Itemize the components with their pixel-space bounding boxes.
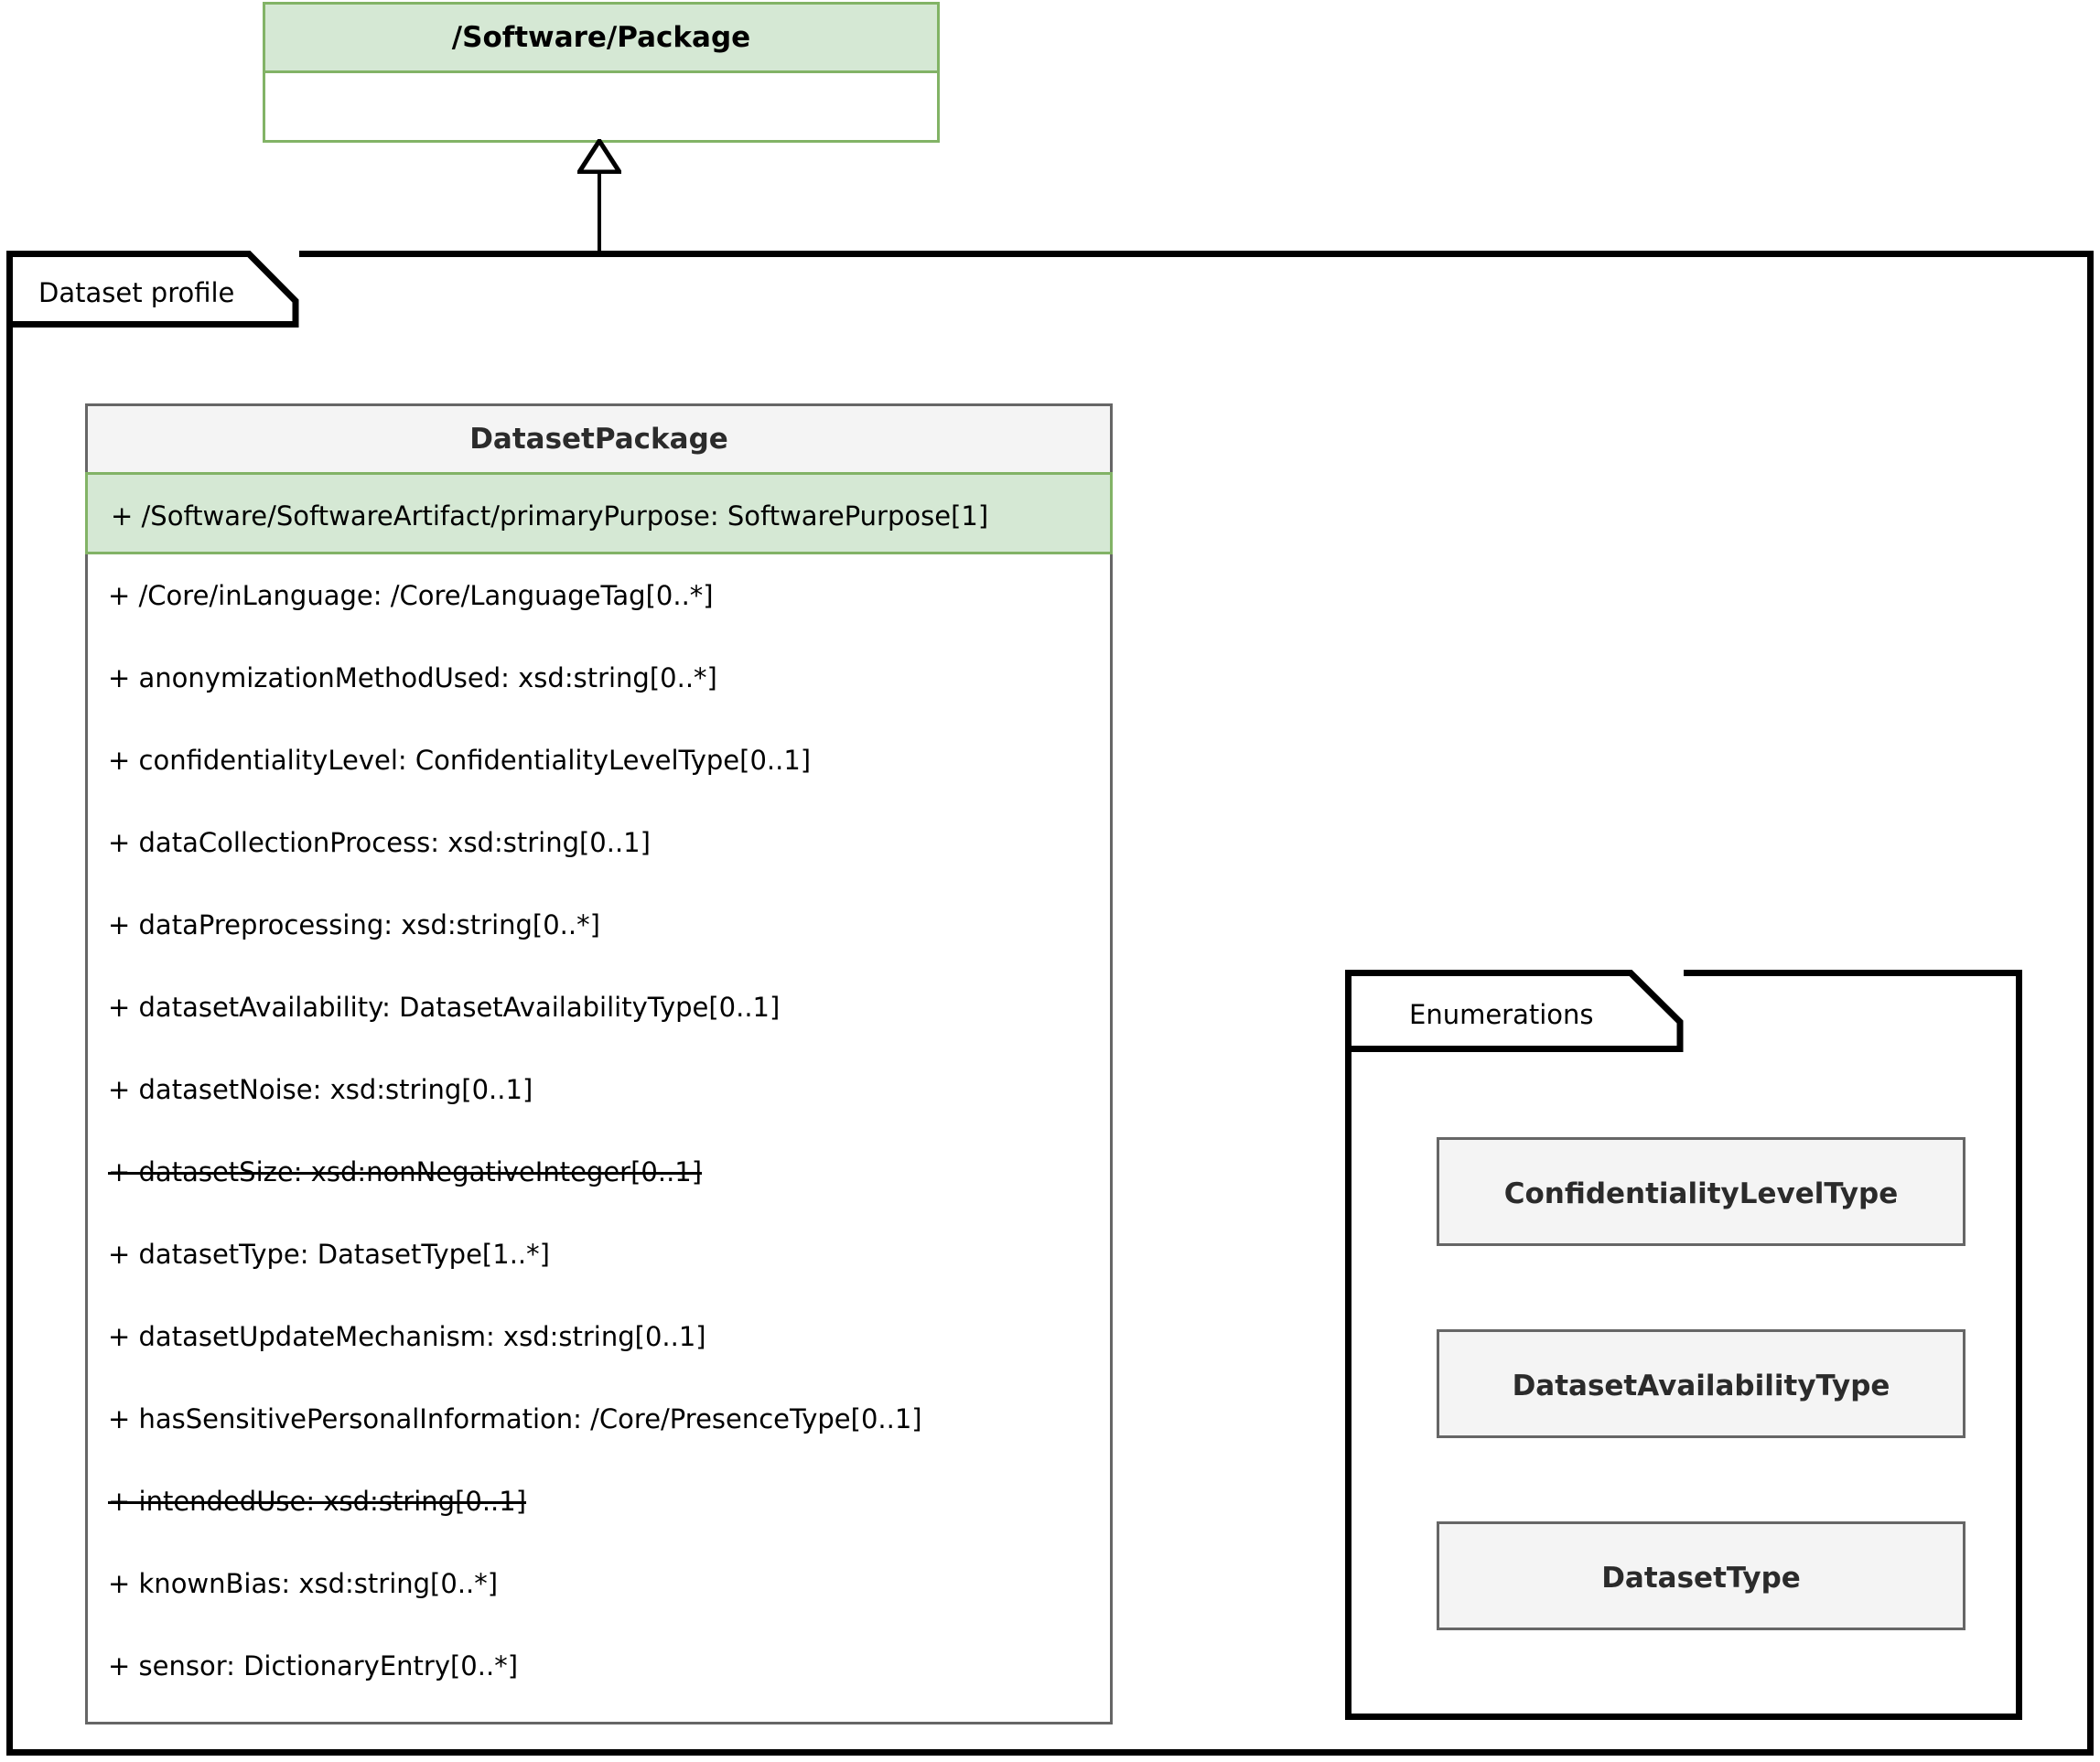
class-attribute-row[interactable]: + datasetNoise: xsd:string[0..1] [88,1048,1110,1131]
class-attribute-label: + confidentialityLevel: ConfidentialityL… [108,745,812,776]
class-attribute-label: + intendedUse: xsd:string[0..1] [108,1486,527,1517]
class-attribute-row[interactable]: + /Core/inLanguage: /Core/LanguageTag[0.… [88,554,1110,637]
class-attribute-label: + anonymizationMethodUsed: xsd:string[0.… [108,662,717,693]
package-dataset-profile-tab [6,251,299,328]
class-attribute-label: + /Core/inLanguage: /Core/LanguageTag[0.… [108,580,714,611]
class-attribute-row[interactable]: + /Software/SoftwareArtifact/primaryPurp… [85,472,1113,554]
class-software-package[interactable]: /Software/Package [263,2,940,143]
class-attribute-label: + hasSensitivePersonalInformation: /Core… [108,1403,922,1434]
class-attribute-row[interactable]: + intendedUse: xsd:string[0..1] [88,1460,1110,1542]
class-attribute-row[interactable]: + hasSensitivePersonalInformation: /Core… [88,1378,1110,1460]
class-software-package-attributes-compartment [265,73,937,140]
class-attribute-row[interactable]: + dataCollectionProcess: xsd:string[0..1… [88,801,1110,884]
class-attribute-row[interactable]: + datasetUpdateMechanism: xsd:string[0..… [88,1295,1110,1378]
class-dataset-package-title: DatasetPackage [88,406,1110,472]
class-attribute-label: + datasetType: DatasetType[1..*] [108,1239,550,1270]
package-enumerations-tab [1345,970,1684,1052]
package-dataset-profile-label: Dataset profile [38,277,235,308]
class-attribute-row[interactable]: + anonymizationMethodUsed: xsd:string[0.… [88,637,1110,719]
class-attribute-row[interactable]: + dataPreprocessing: xsd:string[0..*] [88,884,1110,966]
class-attribute-row[interactable]: + datasetType: DatasetType[1..*] [88,1213,1110,1295]
class-software-package-title: /Software/Package [265,5,937,73]
class-attribute-label: + datasetUpdateMechanism: xsd:string[0..… [108,1321,706,1352]
class-attribute-row[interactable]: + confidentialityLevel: ConfidentialityL… [88,719,1110,801]
class-dataset-package[interactable]: DatasetPackage + /Software/SoftwareArtif… [85,403,1113,1724]
class-attribute-row[interactable]: + datasetAvailability: DatasetAvailabili… [88,966,1110,1048]
generalization-triangle-icon [577,139,621,174]
class-attribute-label: + sensor: DictionaryEntry[0..*] [108,1650,519,1681]
enum-dataset-availability-type[interactable]: DatasetAvailabilityType [1437,1329,1965,1438]
class-attribute-row[interactable]: + sensor: DictionaryEntry[0..*] [88,1625,1110,1722]
class-attribute-row[interactable]: + knownBias: xsd:string[0..*] [88,1542,1110,1625]
class-attribute-label: + datasetSize: xsd:nonNegativeInteger[0.… [108,1156,703,1187]
class-dataset-package-attributes: + /Software/SoftwareArtifact/primaryPurp… [85,472,1113,1722]
package-enumerations-label: Enumerations [1409,999,1594,1030]
class-attribute-label: + datasetAvailability: DatasetAvailabili… [108,992,781,1023]
class-attribute-label: + dataPreprocessing: xsd:string[0..*] [108,909,600,940]
class-attribute-label: + knownBias: xsd:string[0..*] [108,1568,499,1599]
class-attribute-label: + dataCollectionProcess: xsd:string[0..1… [108,827,651,858]
class-attribute-label: + datasetNoise: xsd:string[0..1] [108,1074,533,1105]
class-attribute-row[interactable]: + datasetSize: xsd:nonNegativeInteger[0.… [88,1131,1110,1213]
enum-dataset-type[interactable]: DatasetType [1437,1521,1965,1630]
class-attribute-label: + /Software/SoftwareArtifact/primaryPurp… [111,500,989,532]
enum-confidentiality-level-type[interactable]: ConfidentialityLevelType [1437,1137,1965,1246]
